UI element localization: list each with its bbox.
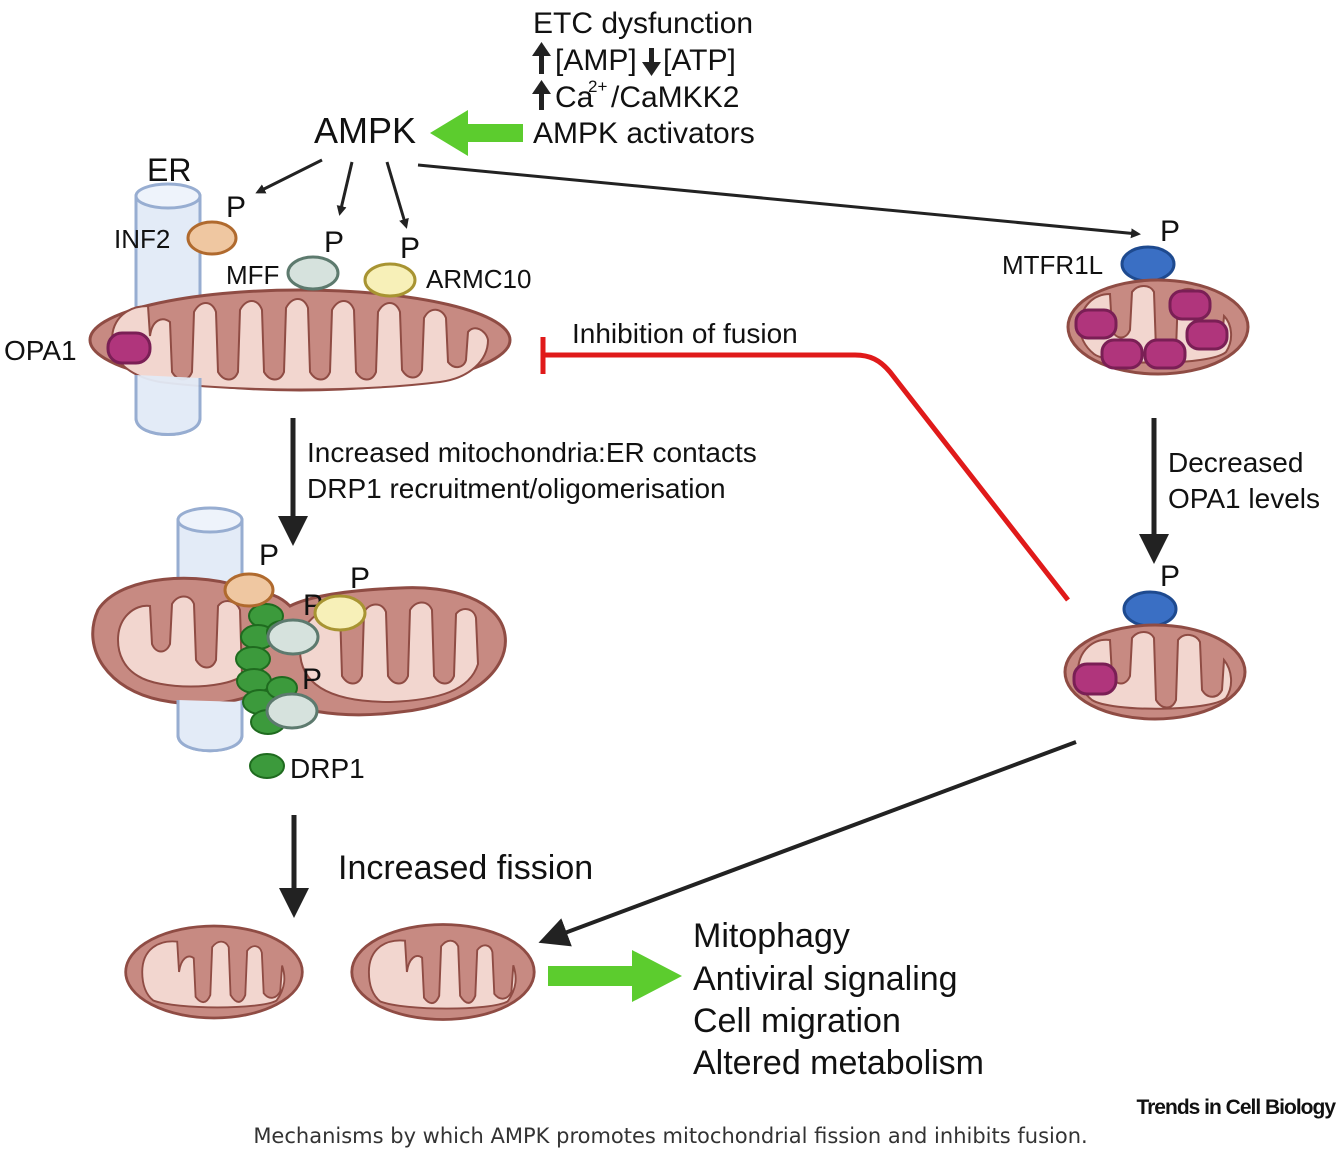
arrow-to-mtfr1l (417, 163, 1141, 239)
mitochondrion-fragment-left (124, 924, 304, 1020)
activation-arrow-green (430, 110, 523, 156)
outcome-item: Altered metabolism (693, 1044, 984, 1082)
inf2-label: INF2 (114, 224, 170, 254)
arrow-to-armc10 (385, 161, 409, 229)
mtfr1l-protein-lower (1122, 590, 1178, 628)
inf2-protein-middle (223, 572, 275, 608)
decreased-label-line1: Decreased (1168, 447, 1303, 478)
er-tubule-middle-front (176, 700, 244, 753)
journal-credit: Trends in Cell Biology (1136, 1096, 1336, 1119)
mff-protein-middle-1 (266, 618, 320, 656)
decreased-label-line2: OPA1 levels (1168, 483, 1320, 514)
outcomes-list: Mitophagy Antiviral signaling Cell migra… (693, 917, 984, 1082)
amp-atp-line: [AMP] [ATP] (532, 42, 736, 77)
arrow-to-inf2 (255, 158, 323, 194)
amp-label: [AMP] (555, 44, 637, 77)
mff-phospho-middle-2: P (302, 663, 322, 696)
contacts-label-line2: DRP1 recruitment/oligomerisation (307, 473, 726, 504)
mff-protein-middle-2 (265, 692, 319, 730)
armc10-label: ARMC10 (426, 264, 531, 294)
upstream-signals: ETC dysfunction [AMP] [ATP] Ca 2+ /CaMKK… (430, 7, 755, 156)
ca-line: Ca 2+ /CaMKK2 (532, 77, 739, 114)
up-arrow-icon (532, 42, 551, 74)
ca-superscript: 2+ (588, 77, 607, 96)
armc10-phospho: P (400, 232, 420, 265)
armc10-phospho-middle: P (350, 562, 370, 595)
mitochondrion-fragment-right (350, 923, 536, 1021)
inf2-protein (186, 220, 238, 256)
mtfr1l-label: MTFR1L (1002, 250, 1103, 280)
mff-protein (286, 255, 340, 291)
er-label: ER (147, 152, 191, 188)
arrow-to-mff (336, 161, 354, 216)
opa1-cluster (1074, 289, 1229, 370)
mitochondrion-right-bottom (1063, 623, 1247, 721)
contacts-label-line1: Increased mitochondria:ER contacts (307, 437, 757, 468)
outcome-arrow-green (548, 950, 682, 1002)
opa1-protein-lower (1072, 662, 1118, 696)
mff-label: MFF (226, 260, 279, 290)
outcome-item: Antiviral signaling (693, 960, 958, 998)
opa1-protein (106, 331, 152, 365)
mtfr1l-phospho-lower: P (1160, 560, 1180, 593)
inhibition-of-fusion-line (540, 337, 1070, 602)
er-tubule-front (134, 375, 202, 436)
inhibition-label: Inhibition of fusion (572, 318, 798, 349)
opa1-label: OPA1 (4, 335, 77, 366)
mitochondrion-right-top (1066, 278, 1250, 376)
armc10-protein (363, 262, 417, 298)
drp1-label: DRP1 (290, 753, 365, 784)
mff-phospho: P (324, 226, 344, 259)
mtfr1l-protein (1120, 245, 1176, 283)
outcome-item: Cell migration (693, 1002, 901, 1040)
arrow-right-to-fragments (538, 740, 1077, 947)
ampk-phospho-arrows (255, 158, 1141, 239)
up-arrow-icon (532, 80, 551, 110)
inf2-phospho: P (226, 191, 246, 224)
outcome-item: Mitophagy (693, 917, 850, 955)
armc10-protein-middle (313, 594, 367, 632)
ampk-activators-label: AMPK activators (533, 117, 755, 150)
inf2-phospho-middle: P (259, 539, 279, 572)
down-arrow-icon (642, 48, 661, 76)
drp1-legend-glyph (249, 753, 285, 779)
ca-label: Ca (555, 81, 594, 114)
mitochondrion-elongated (88, 288, 512, 392)
atp-label: [ATP] (663, 44, 736, 77)
mtfr1l-phospho: P (1160, 215, 1180, 248)
figure-caption: Mechanisms by which AMPK promotes mitoch… (253, 1124, 1088, 1148)
fission-label: Increased fission (338, 849, 593, 887)
ampk-label: AMPK (314, 110, 416, 151)
camkk2-label: /CaMKK2 (611, 81, 739, 114)
etc-dysfunction-label: ETC dysfunction (533, 7, 753, 40)
